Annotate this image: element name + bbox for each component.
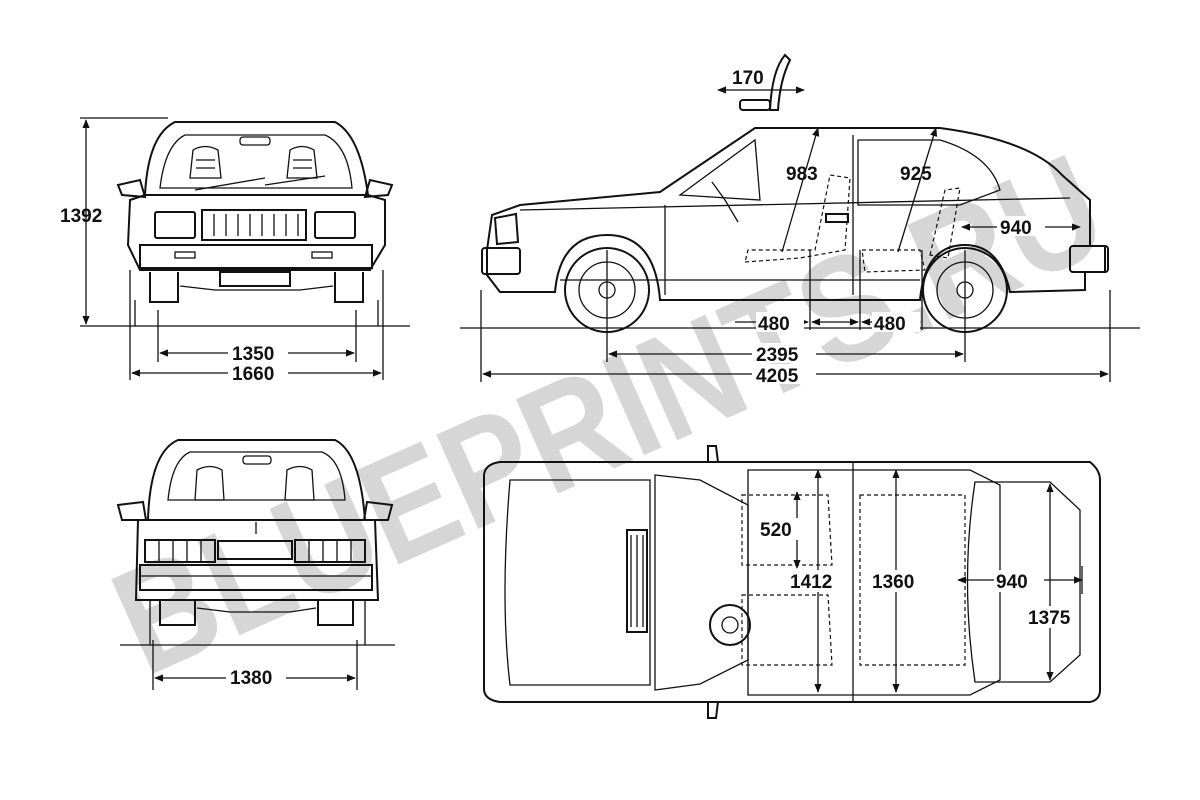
rear-legroom-dim: 480 [874, 314, 906, 335]
seat-depth-dim: 520 [760, 520, 792, 541]
rear-headroom-dim: 925 [900, 164, 932, 185]
front-headroom-dim: 983 [786, 164, 818, 185]
top-cargo-width-dim: 1375 [1028, 608, 1071, 629]
side-view: 170 983 925 940 480 480 2395 4205 [460, 53, 1140, 387]
rear-view-drawing [116, 439, 395, 646]
front-width-dim: 1660 [232, 364, 274, 385]
front-track-dim: 1350 [232, 344, 274, 365]
rear-view: 1380 [116, 439, 395, 690]
top-cargo-length-dim: 940 [996, 572, 1028, 593]
side-cargo-dim: 940 [1000, 218, 1032, 239]
front-view-drawing [80, 121, 410, 327]
front-legroom-dim: 480 [758, 314, 790, 335]
front-view: 1392 1350 1660 [60, 117, 410, 385]
front-shoulder-dim: 1412 [790, 572, 832, 593]
rear-track-dim: 1380 [230, 668, 272, 689]
length-dim: 4205 [756, 366, 799, 387]
rear-shoulder-dim: 1360 [872, 572, 914, 593]
seat-travel-dim: 170 [732, 68, 764, 89]
top-view: 520 1412 1360 940 1375 [483, 445, 1101, 719]
wheelbase-dim: 2395 [756, 345, 799, 366]
front-height-dim: 1392 [60, 206, 102, 227]
